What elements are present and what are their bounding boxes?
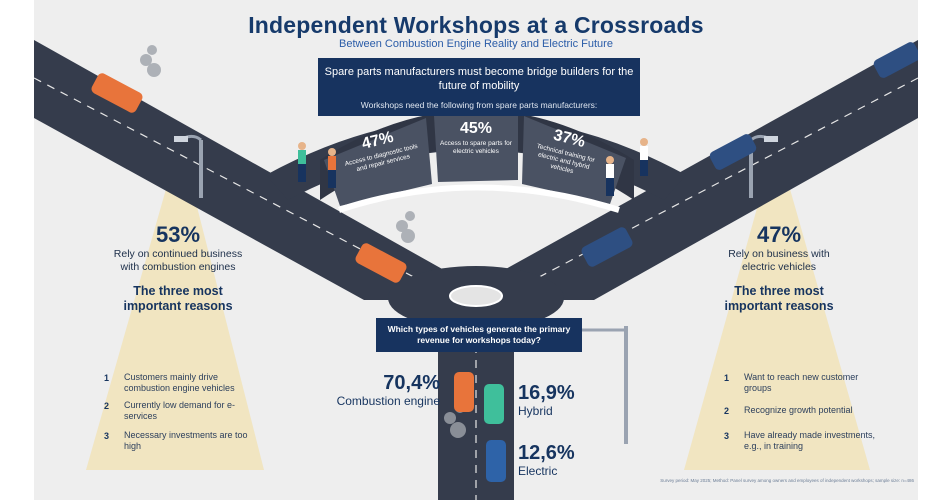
infographic-background: Independent Workshops at a Crossroads Be…: [34, 0, 918, 500]
right-stat-block: 47% Rely on business with electric vehic…: [714, 222, 844, 314]
banner: Spare parts manufacturers must become br…: [318, 58, 640, 116]
right-reason-3-text: Have already made investments, e.g., in …: [744, 430, 876, 451]
signpost-pole: [624, 326, 628, 444]
green-car-bottom: [484, 384, 504, 424]
left-reason-2-text: Currently low demand for e-services: [124, 400, 236, 421]
revenue-stat-hybrid: 16,9% Hybrid: [518, 382, 628, 418]
bridge-railing: [338, 184, 620, 213]
need-label-2: Access to spare parts for electric vehic…: [440, 140, 512, 155]
worker-figure-right-2: [640, 138, 648, 176]
right-reasons-list: 1 Want to reach new customer groups 2 Re…: [724, 372, 894, 462]
left-text: Rely on continued business with combusti…: [113, 248, 243, 273]
blue-car-bottom: [486, 440, 506, 482]
revenue-question: Which types of vehicles generate the pri…: [376, 318, 582, 352]
worker-figure-left-2: [328, 148, 336, 188]
left-reasons-list: 1 Customers mainly drive combustion engi…: [104, 372, 274, 462]
right-reason-3: 3 Have already made investments, e.g., i…: [724, 430, 879, 452]
right-reason-1: 1 Want to reach new customer groups: [724, 372, 879, 394]
page-title: Independent Workshops at a Crossroads: [248, 12, 704, 38]
right-reason-1-text: Want to reach new customer groups: [744, 372, 859, 393]
blue-car-top-right: [873, 42, 918, 78]
revenue-combustion-percent: 70,4%: [383, 372, 440, 394]
left-reasons-title: The three most important reasons: [123, 284, 233, 313]
left-reason-1: 1 Customers mainly drive combustion engi…: [104, 372, 259, 394]
orange-car-top-left: [91, 73, 143, 113]
revenue-hybrid-percent: 16,9%: [518, 382, 575, 404]
orange-car-middle: [355, 243, 407, 283]
blue-car-right: [709, 134, 757, 170]
banner-subline: Workshops need the following from spare …: [360, 100, 598, 110]
smoke-top-left: [140, 45, 161, 77]
right-reason-2-text: Recognize growth potential: [744, 405, 853, 415]
smoke-middle: [396, 211, 415, 243]
right-street-lamp: [749, 134, 778, 198]
crossroads-scene: [34, 40, 918, 500]
right-reason-2-num: 2: [724, 406, 730, 416]
banner-headline: Spare parts manufacturers must become br…: [324, 66, 634, 92]
bridge-panel-2: [434, 116, 518, 182]
left-reason-1-text: Customers mainly drive combustion engine…: [124, 372, 235, 393]
blue-car-center: [581, 227, 633, 267]
revenue-hybrid-label: Hybrid: [518, 404, 553, 418]
revenue-combustion-label: Combustion engine: [336, 394, 440, 408]
right-percent: 47%: [756, 222, 802, 247]
need-item-2: 45% Access to spare parts for electric v…: [438, 120, 514, 156]
right-text: Rely on business with electric vehicles: [728, 248, 830, 273]
bridge-panel-1: [324, 118, 432, 206]
worker-figure-left: [298, 142, 306, 182]
revenue-stat-electric: 12,6% Electric: [518, 442, 628, 478]
left-reason-2-num: 2: [104, 401, 110, 411]
revenue-electric-percent: 12,6%: [518, 442, 575, 464]
right-reason-1-num: 1: [724, 373, 730, 383]
right-lamp-light-cone: [684, 140, 870, 470]
orange-car-bottom: [454, 372, 474, 412]
left-reason-3-num: 3: [104, 431, 110, 441]
left-reason-2: 2 Currently low demand for e-services: [104, 400, 259, 422]
left-reason-3: 3 Necessary investments are too high: [104, 430, 259, 452]
right-reason-2: 2 Recognize growth potential: [724, 405, 879, 416]
page-subtitle: Between Combustion Engine Reality and El…: [339, 38, 613, 50]
left-percent: 53%: [155, 222, 201, 247]
roundabout-island: [449, 285, 503, 307]
left-reason-3-text: Necessary investments are too high: [124, 430, 248, 451]
revenue-stat-combustion: 70,4% Combustion engine: [316, 372, 440, 408]
right-reason-3-num: 3: [724, 431, 730, 441]
left-reason-1-num: 1: [104, 373, 110, 383]
worker-figure-right: [606, 156, 614, 196]
banner-panel: [318, 58, 640, 116]
survey-footnote: Survey period: May 2025; Method: Panel s…: [660, 478, 914, 483]
left-street-lamp: [174, 134, 203, 198]
left-stat-block: 53% Rely on continued business with comb…: [112, 222, 244, 314]
right-reasons-title: The three most important reasons: [724, 284, 834, 313]
revenue-electric-label: Electric: [518, 464, 558, 478]
bridge-panel-3: [522, 116, 626, 204]
need-percent-2: 45%: [459, 120, 493, 137]
left-lamp-light-cone: [86, 140, 264, 470]
